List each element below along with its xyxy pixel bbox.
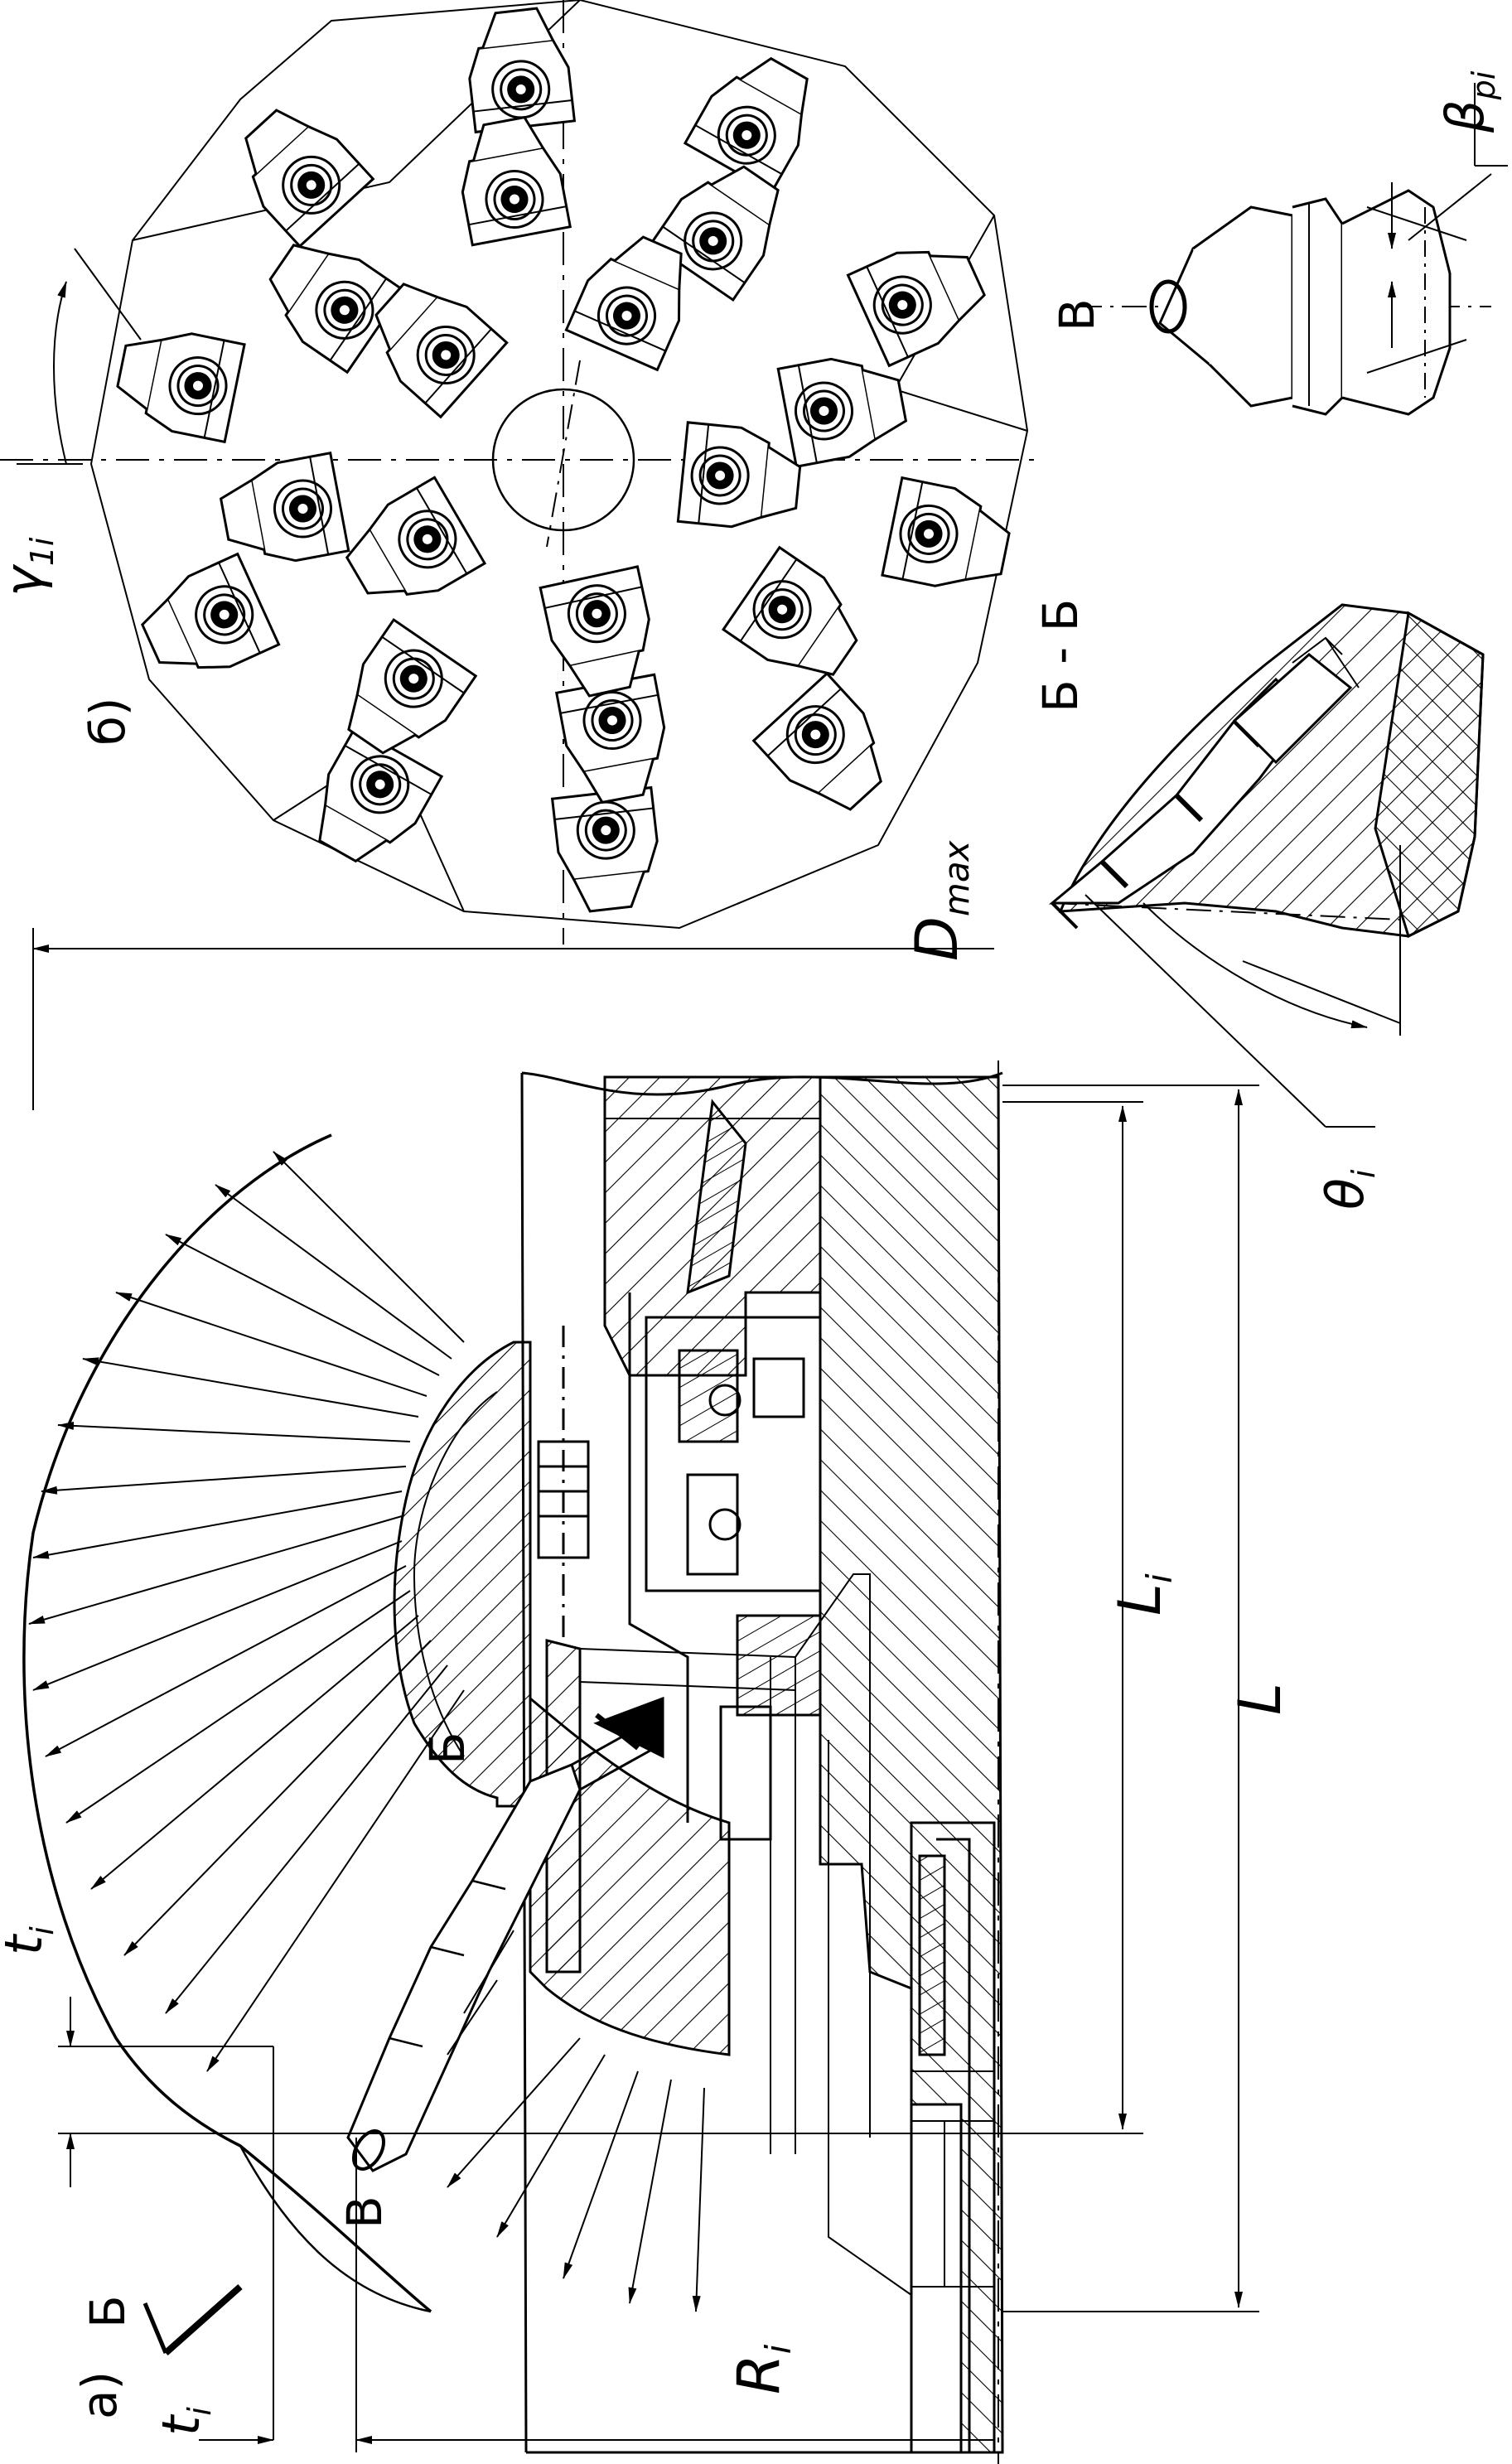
center-hole — [491, 388, 635, 532]
label-view-b: б) — [80, 698, 136, 746]
hub-cap — [393, 1341, 532, 1808]
face-cutter — [468, 7, 577, 134]
face-cutter — [345, 476, 487, 597]
face-cutter — [116, 332, 246, 444]
svg-text:ti: ti — [0, 1926, 60, 1955]
face-cutter — [881, 476, 1011, 587]
face-cutter — [318, 726, 444, 863]
face-envelope — [89, 0, 1029, 930]
svg-text:Dmax: Dmax — [903, 839, 977, 961]
cutting-envelope — [22, 1133, 432, 2313]
face-cutter — [721, 545, 858, 676]
svg-text:Ri: Ri — [725, 2344, 799, 2394]
label-section-mark-b-arrow: Б — [80, 2295, 136, 2328]
face-cutter — [776, 357, 908, 469]
face-cutter — [539, 565, 650, 698]
symbol-l: L — [1226, 1683, 1294, 1715]
radial-dimension-arrows — [28, 1151, 705, 2312]
svg-text:Li: Li — [1106, 1573, 1180, 1616]
face-cutter — [683, 56, 809, 194]
face-cutter — [550, 785, 659, 913]
view-v — [1077, 83, 1508, 416]
face-cutter — [846, 250, 986, 368]
face-cutter — [347, 617, 478, 755]
face-cutter — [676, 421, 802, 529]
symbol-theta-sub: i — [1345, 1169, 1382, 1178]
svg-text:βpi: βpi — [1435, 70, 1502, 133]
symbol-li-sub: i — [1139, 1573, 1180, 1583]
section-bb — [1048, 603, 1485, 1128]
symbol-d: D — [903, 916, 971, 961]
label-view-v-detail: В — [1049, 298, 1105, 331]
label-section-bb: Б - Б — [1032, 599, 1089, 713]
face-cutter — [564, 235, 683, 372]
symbol-gamma: γ — [0, 563, 54, 597]
view-a-longitudinal-section — [22, 928, 1259, 2464]
threaded-part — [918, 1854, 946, 2056]
view-b-face-view — [0, 0, 1044, 945]
symbol-beta: β — [1435, 99, 1495, 133]
label-section-mark-b: Б — [419, 1732, 476, 1765]
face-cutter — [751, 671, 882, 811]
labels: а) б) Б - Б Б Б В В Dmax L Li Ri ti ti γ… — [0, 70, 1502, 2436]
symbol-r-sub: i — [758, 2344, 799, 2354]
face-cutter — [244, 109, 375, 249]
svg-text:γ1i: γ1i — [0, 537, 60, 597]
symbol-t-bottom: t — [151, 2413, 211, 2436]
face-cutter — [141, 552, 281, 669]
face-cutter — [461, 115, 572, 247]
face-cutter — [219, 451, 350, 563]
symbol-theta: θ — [1315, 1178, 1375, 1210]
symbol-t-top: t — [0, 1933, 54, 1955]
face-cutter — [554, 673, 666, 804]
symbol-beta-sub: pi — [1466, 70, 1502, 100]
symbol-li: L — [1106, 1583, 1174, 1616]
symbol-r: R — [725, 2354, 793, 2394]
label-view-a: а) — [71, 2371, 128, 2419]
face-cutter — [268, 244, 406, 374]
symbol-t-top-sub: i — [24, 1926, 60, 1935]
face-cutters — [116, 7, 1011, 913]
cutter-pick-view-a — [346, 1696, 664, 2172]
svg-text:ti: ti — [151, 2407, 218, 2436]
label-view-v: В — [336, 2196, 393, 2229]
section-b-arrow — [163, 2284, 243, 2355]
face-cutter — [649, 165, 780, 302]
symbol-d-sub: max — [936, 839, 977, 916]
symbol-t-bottom-sub: i — [181, 2407, 218, 2416]
symbol-gamma-sub: 1i — [24, 537, 60, 566]
face-cutter — [374, 283, 509, 419]
svg-text:θi: θi — [1315, 1169, 1382, 1210]
